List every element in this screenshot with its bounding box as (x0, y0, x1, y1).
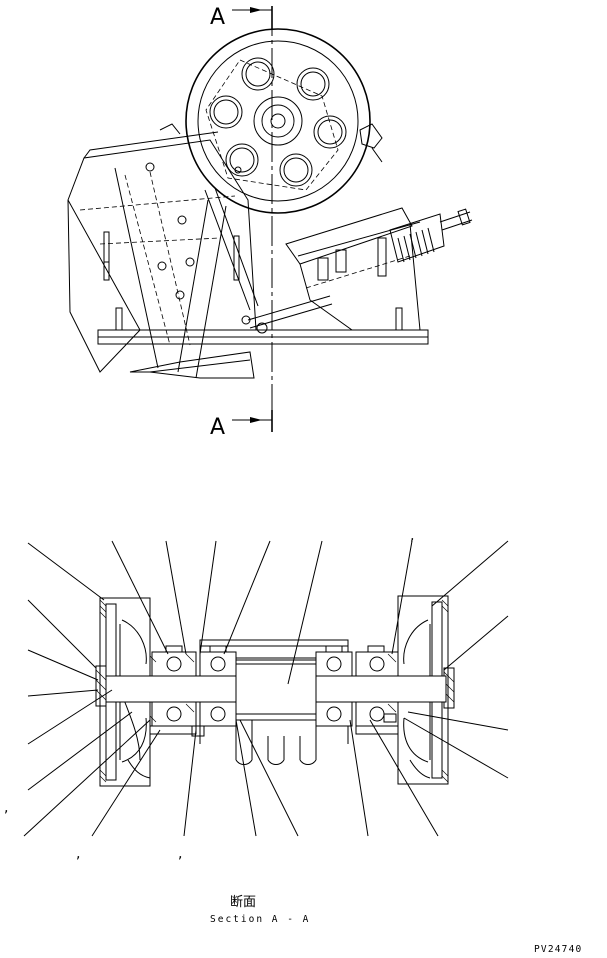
leader-lines (23, 540, 509, 837)
section-line (232, 6, 273, 432)
left-flywheel-section (95, 597, 151, 787)
section-caption-english: Section A - A (210, 914, 310, 925)
section-marker-top: A (210, 5, 225, 30)
spring (397, 227, 435, 263)
discharge-chute (129, 351, 255, 379)
drawing-code: PV24740 (534, 944, 582, 955)
lower-seals (149, 713, 399, 737)
toggle-link (204, 187, 333, 334)
section-caption-japanese: 断面 (230, 895, 256, 910)
section-marker-bottom: A (210, 415, 225, 440)
flywheel (159, 28, 383, 214)
crusher-body (67, 131, 257, 379)
base-frame (97, 307, 429, 345)
left-bearings (149, 645, 237, 727)
stray-mark-bottom-b: , (178, 846, 182, 862)
tension-rod-assembly (285, 207, 473, 331)
stray-mark-bottom-a: , (76, 846, 80, 862)
main-shaft (105, 657, 447, 721)
stray-mark-top-right: , (410, 528, 414, 544)
stray-mark-left: , (4, 800, 8, 816)
section-view (23, 540, 509, 837)
side-elevation-view (67, 6, 473, 432)
